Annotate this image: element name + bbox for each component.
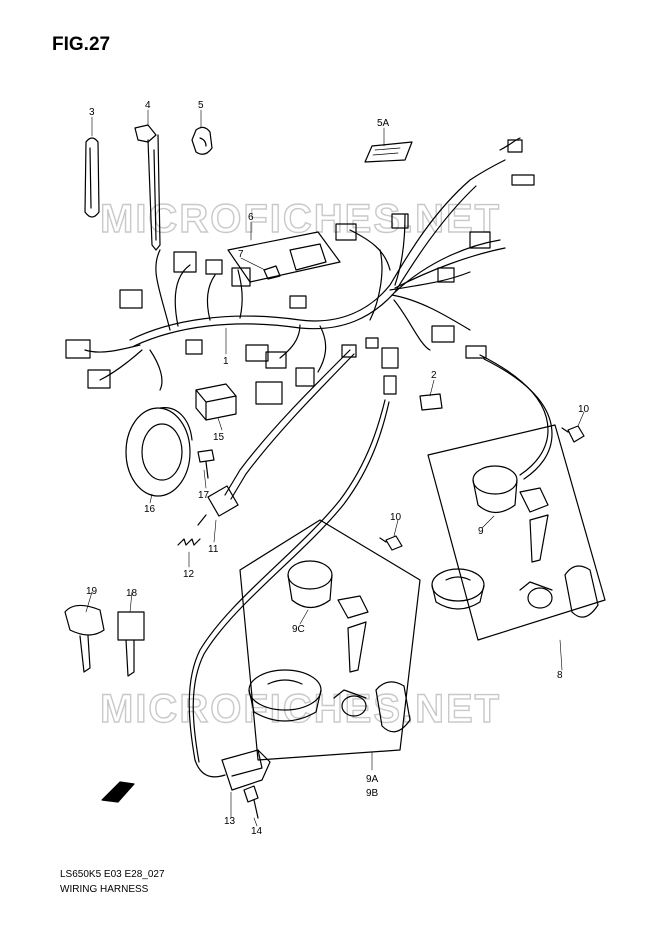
callout-19: 19 <box>86 586 98 597</box>
relay-part-15 <box>195 383 237 421</box>
callout-9c: 9C <box>292 624 305 635</box>
switch-part-13 <box>221 749 271 791</box>
watermark-bottom: MICROFICHES.NET <box>100 687 501 731</box>
callout-7: 7 <box>238 249 244 260</box>
ignition-switch-part-9 <box>472 465 549 563</box>
callout-12: 12 <box>183 569 195 580</box>
callout-2: 2 <box>431 370 437 381</box>
bolt-part-14 <box>243 785 259 819</box>
callout-1: 1 <box>223 356 229 367</box>
callout-16: 16 <box>144 504 156 515</box>
callout-9a: 9A <box>366 774 379 785</box>
clamp-part-5 <box>191 126 213 155</box>
fuel-cap-set-9a <box>248 669 411 733</box>
ignition-switch-part-9c <box>287 560 369 673</box>
box-part-9a-9b <box>239 519 421 761</box>
figure-caption: WIRING HARNESS <box>60 884 149 895</box>
callout-9: 9 <box>478 526 484 537</box>
key-part-19 <box>64 604 105 673</box>
callout-9b: 9B <box>366 788 379 799</box>
bolt-part-10a <box>561 425 585 443</box>
horn-part-16 <box>125 407 193 497</box>
box-part-8 <box>427 424 606 641</box>
fwd-arrow-icon <box>101 781 135 803</box>
label-part-5a <box>364 141 413 163</box>
bolt-part-10b <box>379 535 403 551</box>
callout-6: 6 <box>248 212 254 223</box>
figure-title: FIG.27 <box>52 34 111 55</box>
connector-part-2 <box>419 393 443 411</box>
fuel-cap-set-8 <box>431 565 599 618</box>
bolt-part-17 <box>197 449 215 479</box>
strap-tie-part-3 <box>84 137 100 218</box>
callout-14: 14 <box>251 826 263 837</box>
callout-18: 18 <box>126 588 138 599</box>
callout-10b: 10 <box>390 512 402 523</box>
callout-15: 15 <box>213 432 225 443</box>
callout-11: 11 <box>208 544 219 555</box>
callout-8: 8 <box>557 670 563 681</box>
callout-5: 5 <box>198 100 204 111</box>
spring-part-12 <box>177 538 201 546</box>
switch-cable-part-11 <box>197 349 355 526</box>
callout-4: 4 <box>145 100 151 111</box>
key-part-18 <box>117 611 145 677</box>
main-wiring-harness <box>65 137 535 405</box>
callout-13: 13 <box>224 816 236 827</box>
callout-5a: 5A <box>377 118 390 129</box>
figure-code: LS650K5 E03 E28_027 <box>60 869 165 880</box>
long-cable <box>188 399 386 778</box>
callout-3: 3 <box>89 107 95 118</box>
relay-box-part-6 <box>227 231 341 283</box>
callout-17: 17 <box>198 490 210 501</box>
cable-tie-part-4 <box>134 124 161 251</box>
callout-10a: 10 <box>578 404 590 415</box>
